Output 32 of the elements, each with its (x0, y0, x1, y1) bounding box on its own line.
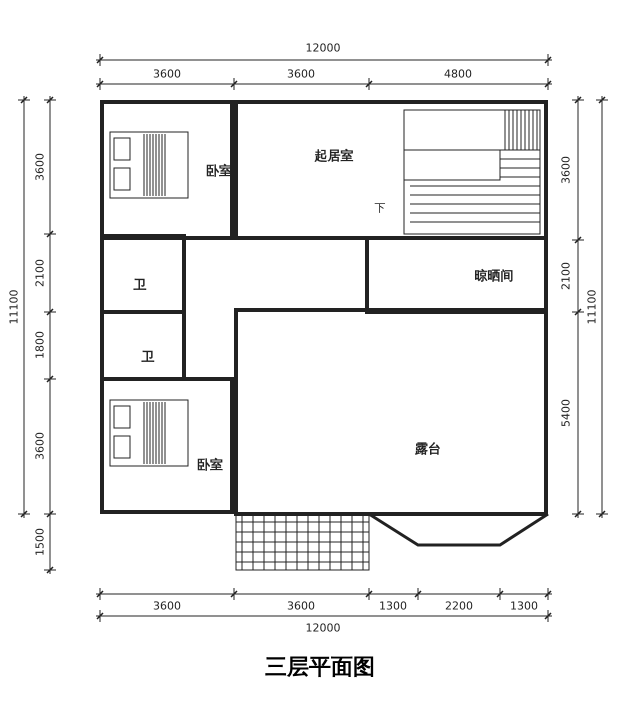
dimension-label: 5400 (560, 399, 572, 427)
dimension-label: 3600 (153, 68, 181, 80)
dimension-label: 12000 (306, 622, 340, 634)
dimension-label: 3600 (560, 156, 572, 184)
dimension-label: 3600 (287, 600, 315, 612)
dimension-label: 2100 (560, 262, 572, 290)
room-outline (100, 377, 234, 514)
dimension-label: 3600 (153, 600, 181, 612)
dimension-label: 12000 (306, 42, 340, 54)
dimension-label: 11100 (8, 290, 20, 324)
dimension-label: 1300 (510, 600, 538, 612)
dimension-label: 11100 (586, 290, 598, 324)
dimension-label: 3600 (34, 432, 46, 460)
room-label: 起居室 (314, 148, 354, 165)
dimension-label: 3600 (34, 153, 46, 181)
dimension-label: 2100 (34, 259, 46, 287)
dimension-label: 1300 (379, 600, 407, 612)
room-label: 晾晒间 (474, 268, 514, 285)
dimension-label: 2200 (445, 600, 473, 612)
room-label: 卫 (134, 277, 146, 294)
stair-direction-label: 下 (374, 200, 386, 216)
room-outline (234, 308, 548, 516)
room-outline (234, 100, 548, 240)
dimension-label: 1800 (34, 331, 46, 359)
room-label: 卧室 (197, 456, 223, 474)
dimension-label: 1500 (34, 528, 46, 556)
dimension-label: 4800 (444, 68, 472, 80)
plan-title: 三层平面图 (265, 654, 375, 682)
room-label: 露台 (415, 441, 441, 458)
room-label: 卫 (142, 349, 154, 366)
room-outline (100, 100, 234, 240)
dimension-label: 3600 (287, 68, 315, 80)
